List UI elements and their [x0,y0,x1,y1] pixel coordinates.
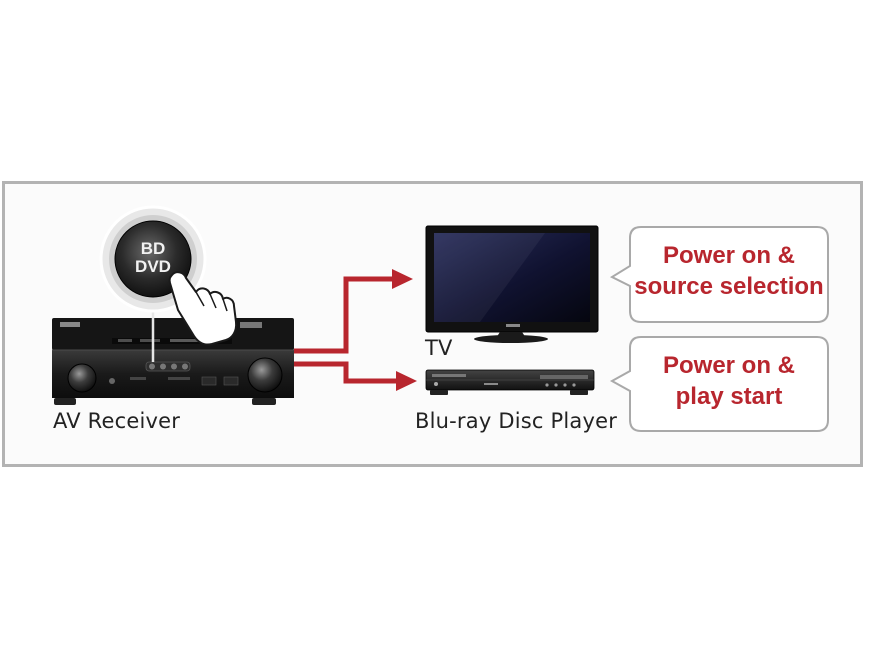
bd-dvd-badge-line1: BD [141,239,166,258]
arrow-to-tv-head [392,269,413,289]
player-controls [540,375,588,379]
tv [425,225,599,343]
arrow-to-tv-line [294,276,393,354]
callout-player-line1: Power on & [662,352,795,379]
callout-player-text: Power on & play start [630,350,828,412]
callout-tv-line2: source selection [634,273,824,300]
tv-base [474,335,548,343]
receiver-right-knob [247,357,283,393]
player-left-foot [430,390,448,395]
arrow-to-player-head [396,371,417,391]
callout-tv-text: Power on & source selection [630,240,828,302]
player-right-foot [570,390,588,395]
tv-label: TV [425,336,453,360]
receiver-input-buttons [145,361,191,372]
tv-screen [434,233,590,322]
av-receiver-label: AV Receiver [53,409,181,433]
receiver-logo [60,322,80,327]
blu-ray-player [425,369,595,395]
bd-dvd-button-zoom: BD DVD [99,205,207,362]
receiver-left-knob [67,363,97,393]
callout-player-line2: play start [675,383,783,410]
callout-tv-line1: Power on & [662,242,795,269]
bd-dvd-badge-line2: DVD [135,257,171,276]
av-receiver [52,318,294,405]
arrow-to-player-line [294,361,397,384]
connection-arrows [294,269,417,391]
receiver-left-foot [54,398,76,405]
callout-player-bubble [609,336,829,432]
blu-ray-player-label: Blu-ray Disc Player [415,409,618,433]
tv-logo [506,324,520,327]
callout-tv-bubble [609,226,829,323]
pointing-hand-icon [168,271,238,346]
receiver-right-foot [252,398,276,405]
player-disc-tray [432,374,466,377]
